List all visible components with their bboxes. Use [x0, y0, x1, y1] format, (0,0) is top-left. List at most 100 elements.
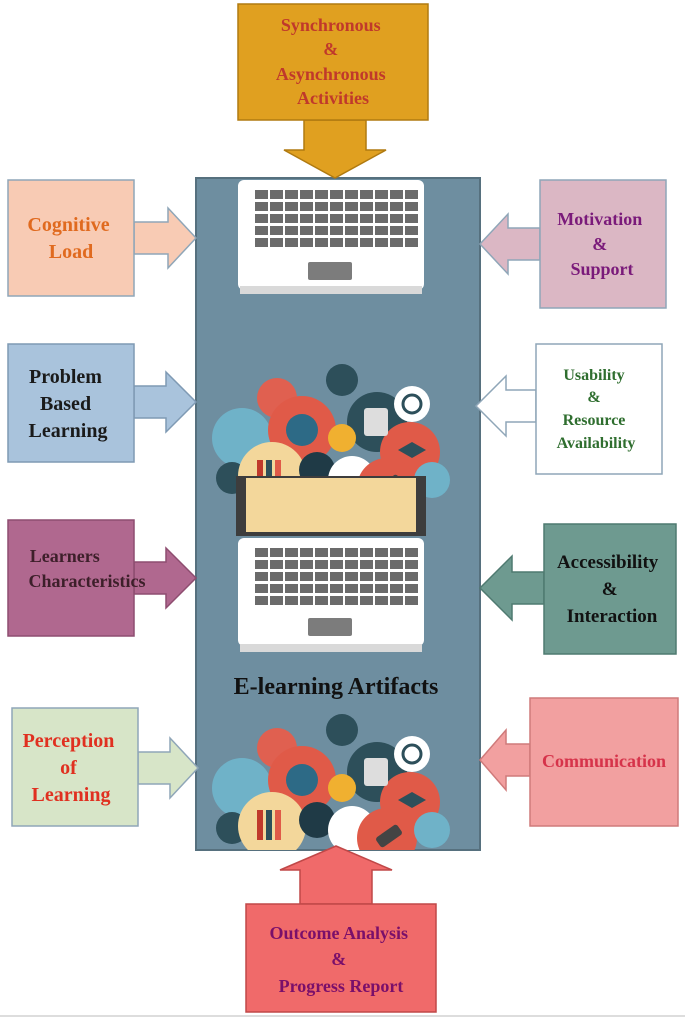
key [330, 560, 343, 569]
key [285, 560, 298, 569]
key [315, 226, 328, 235]
key [390, 584, 403, 593]
key [255, 548, 268, 557]
key [270, 548, 283, 557]
key [330, 572, 343, 581]
box-motivation-support [539, 179, 667, 309]
left3-line-0: Learners [30, 546, 100, 566]
key [300, 190, 313, 199]
key [375, 596, 388, 605]
key [300, 202, 313, 211]
key [360, 572, 373, 581]
key [330, 214, 343, 223]
key [255, 238, 268, 247]
left3-line-1: Characteristics [29, 571, 146, 591]
key [315, 214, 328, 223]
svg-text:Synchronous & Asynchro: Synchronous & Asynchronous Activities [276, 15, 390, 108]
svg-text:Accessibility & Intera: Accessibility & Interaction [557, 552, 663, 627]
key [270, 572, 283, 581]
key [285, 584, 298, 593]
left-arrow-icon [478, 554, 545, 622]
right3-line-1: & [602, 579, 618, 600]
key [315, 202, 328, 211]
key [405, 548, 418, 557]
key [300, 560, 313, 569]
key [405, 572, 418, 581]
key [405, 584, 418, 593]
key [390, 226, 403, 235]
book-icon [257, 460, 263, 490]
right4-line-0: Communication [542, 751, 666, 771]
key [315, 190, 328, 199]
box-outcome-analysis [245, 903, 437, 1013]
key [285, 238, 298, 247]
down-arrow-icon [283, 119, 387, 179]
magnifier-icon [401, 393, 423, 415]
key [345, 596, 358, 605]
usb-icon [376, 824, 402, 848]
box-cognitive-load [7, 179, 135, 297]
key [345, 226, 358, 235]
key [405, 596, 418, 605]
icon-bubble [299, 802, 335, 838]
svg-text:Motivation & Support: Motivation & Support [557, 209, 647, 279]
key [270, 226, 283, 235]
laptop-icon [238, 180, 424, 294]
bottom-line-1: & [331, 949, 346, 969]
education-icons-cluster [212, 714, 450, 850]
key [405, 190, 418, 199]
top-line-3: Activities [297, 88, 369, 108]
icon-bubble [328, 424, 356, 452]
box-synchronous-activities [237, 3, 429, 121]
icon-bubble [326, 364, 358, 396]
key [360, 190, 373, 199]
left2-line-1: Based [40, 393, 91, 415]
key [390, 548, 403, 557]
key [315, 572, 328, 581]
left1-line-0: Cognitive [27, 214, 109, 236]
key [255, 190, 268, 199]
key [390, 560, 403, 569]
key [360, 560, 373, 569]
right2-line-0: Usability [563, 367, 624, 384]
icon-bubble [414, 812, 450, 848]
key [360, 596, 373, 605]
key [360, 548, 373, 557]
key [345, 202, 358, 211]
key [285, 202, 298, 211]
right1-line-1: & [592, 234, 607, 254]
key [405, 202, 418, 211]
book-icon [266, 460, 272, 490]
left2-line-0: Problem [29, 366, 102, 388]
left-arrow-icon [474, 374, 537, 438]
key [390, 202, 403, 211]
box-communication [529, 697, 679, 827]
key [330, 584, 343, 593]
key [315, 584, 328, 593]
key [405, 238, 418, 247]
key [375, 226, 388, 235]
key [255, 226, 268, 235]
key [405, 214, 418, 223]
bottom-line-0: Outcome Analysis [269, 923, 408, 943]
key [285, 596, 298, 605]
key [375, 202, 388, 211]
key [315, 560, 328, 569]
key [375, 584, 388, 593]
key [270, 584, 283, 593]
key [255, 596, 268, 605]
key [285, 190, 298, 199]
key [255, 202, 268, 211]
key [255, 572, 268, 581]
right2-line-1: & [587, 389, 600, 406]
right-arrow-icon [133, 546, 198, 610]
key [285, 226, 298, 235]
book-icon [257, 810, 263, 840]
key [270, 190, 283, 199]
key [390, 190, 403, 199]
left-arrow-icon [479, 727, 531, 793]
key [300, 548, 313, 557]
book-icon [275, 810, 281, 840]
key [390, 596, 403, 605]
key [330, 226, 343, 235]
